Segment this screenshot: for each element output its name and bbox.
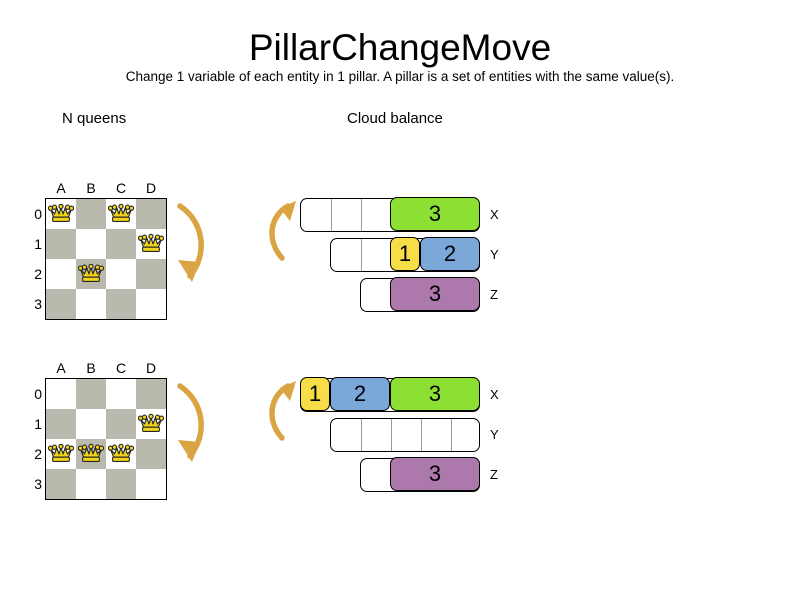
board-column-label-B: B (86, 180, 96, 196)
cloud-computer-bar-Y[interactable] (330, 418, 480, 452)
cloud-computer-label-Z: Z (490, 467, 498, 482)
board-square-D2[interactable] (136, 439, 166, 469)
board-row-label-3: 3 (34, 296, 42, 312)
cloud-cell-divider (331, 199, 332, 231)
page-title: PillarChangeMove (248, 27, 552, 68)
nqueens-move-arrow-top (168, 196, 218, 291)
board-square-D2[interactable] (136, 259, 166, 289)
board-square-B3[interactable] (76, 469, 106, 499)
board-square-B2[interactable] (76, 439, 106, 469)
page-subtitle: Change 1 variable of each entity in 1 pi… (125, 69, 675, 84)
chessboard-after: A B C D 0 1 2 3 (34, 360, 167, 500)
board-column-label-D: D (145, 360, 157, 376)
cloud-computer-label-X: X (490, 387, 499, 402)
cloud-move-arrow-bottom (268, 376, 306, 446)
board-square-A2[interactable] (46, 439, 76, 469)
section-header-cloud: Cloud balance (347, 110, 443, 127)
board-square-C0[interactable] (106, 199, 136, 229)
board-column-label-A: A (56, 360, 66, 376)
cloud-cell-divider (451, 419, 452, 451)
chessboard-before: A B C D 0 1 2 3 (34, 180, 167, 320)
cloud-process-3-Z[interactable]: 3 (390, 277, 480, 311)
board-row-label-1: 1 (34, 236, 42, 252)
cloud-cell-divider (421, 419, 422, 451)
board-column-label-B: B (86, 360, 96, 376)
board-square-D1[interactable] (136, 409, 166, 439)
board-square-D0[interactable] (136, 379, 166, 409)
board-column-label-A: A (56, 180, 66, 196)
board-column-label-C: C (115, 360, 127, 376)
cloud-computer-label-Z: Z (490, 287, 498, 302)
nqueens-board-after: A B C D 0 1 2 3 (34, 360, 167, 500)
board-square-D3[interactable] (136, 289, 166, 319)
board-square-A1[interactable] (46, 409, 76, 439)
board-square-A3[interactable] (46, 469, 76, 499)
board-square-A3[interactable] (46, 289, 76, 319)
cloud-process-2-X[interactable]: 2 (330, 377, 390, 411)
board-square-C2[interactable] (106, 439, 136, 469)
board-row-label-1: 1 (34, 416, 42, 432)
nqueens-move-arrow-bottom (168, 376, 218, 471)
nqueens-board-before: A B C D 0 1 2 3 (34, 180, 167, 320)
board-row-label-2: 2 (34, 446, 42, 462)
cloud-process-3-Z[interactable]: 3 (390, 457, 480, 491)
cloud-cell-divider (361, 199, 362, 231)
board-square-D3[interactable] (136, 469, 166, 499)
board-column-label-C: C (115, 180, 127, 196)
board-row-label-0: 0 (34, 206, 42, 222)
board-square-A0[interactable] (46, 379, 76, 409)
cloud-cell-divider (361, 419, 362, 451)
board-square-D0[interactable] (136, 199, 166, 229)
board-row-label-0: 0 (34, 386, 42, 402)
board-column-label-D: D (145, 180, 157, 196)
board-square-C0[interactable] (106, 379, 136, 409)
board-square-C3[interactable] (106, 289, 136, 319)
section-header-nqueens: N queens (62, 110, 127, 127)
board-square-C2[interactable] (106, 259, 136, 289)
cloud-process-3-X[interactable]: 3 (390, 197, 480, 231)
cloud-computer-label-Y: Y (490, 247, 499, 262)
cloud-computer-label-X: X (490, 207, 499, 222)
cloud-process-1-Y[interactable]: 1 (390, 237, 420, 271)
board-square-C1[interactable] (106, 229, 136, 259)
cloud-cell-divider (391, 419, 392, 451)
board-square-C1[interactable] (106, 409, 136, 439)
board-square-C3[interactable] (106, 469, 136, 499)
board-square-B3[interactable] (76, 289, 106, 319)
cloud-process-3-X[interactable]: 3 (390, 377, 480, 411)
cloud-cell-divider (361, 239, 362, 271)
board-square-B2[interactable] (76, 259, 106, 289)
board-square-A1[interactable] (46, 229, 76, 259)
cloud-move-arrow-top (268, 196, 306, 266)
board-square-B0[interactable] (76, 379, 106, 409)
board-square-B0[interactable] (76, 199, 106, 229)
cloud-process-1-X[interactable]: 1 (300, 377, 330, 411)
board-row-label-3: 3 (34, 476, 42, 492)
board-square-B1[interactable] (76, 409, 106, 439)
board-square-B1[interactable] (76, 229, 106, 259)
cloud-computer-label-Y: Y (490, 427, 499, 442)
cloud-process-2-Y[interactable]: 2 (420, 237, 480, 271)
board-row-label-2: 2 (34, 266, 42, 282)
board-square-A0[interactable] (46, 199, 76, 229)
board-square-D1[interactable] (136, 229, 166, 259)
board-square-A2[interactable] (46, 259, 76, 289)
